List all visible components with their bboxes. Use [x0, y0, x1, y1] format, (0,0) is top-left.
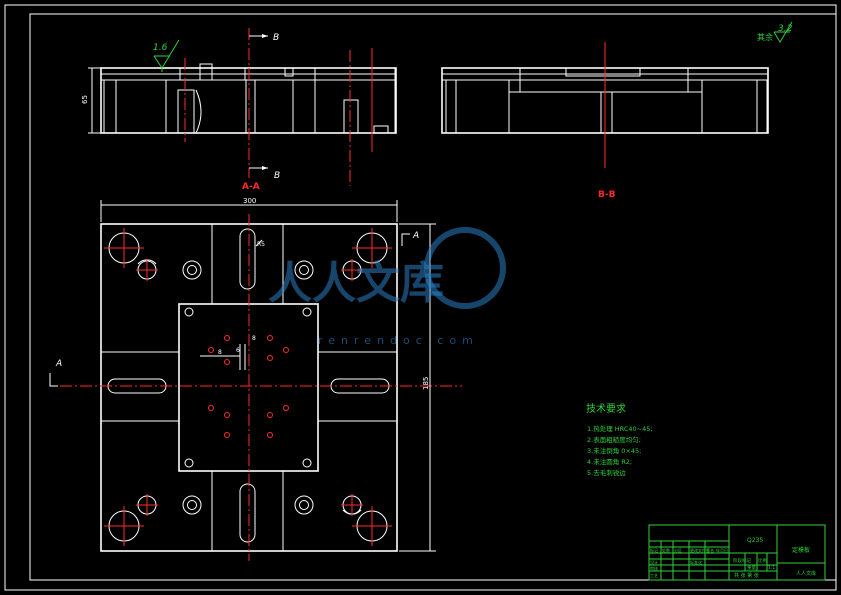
watermark-text: 人人文库 — [268, 258, 444, 309]
tech-req-item-3: 3.未注倒角 0×45; — [587, 446, 641, 455]
roughness-symbol-top — [153, 39, 180, 72]
section-a-left-label: A — [55, 359, 62, 369]
tech-req-item-1: 1.热处理 HRC40~45; — [587, 424, 653, 433]
roughness-symbol-rest — [773, 21, 793, 43]
row-label-process: 工艺 — [650, 573, 658, 578]
company-name: 人人文库 — [796, 570, 816, 577]
stage-label: 阶段标记 — [733, 557, 751, 564]
plan-view — [49, 200, 462, 561]
sheet-label: 共 张 第 张 — [734, 572, 759, 579]
cell-change-doc: 更改文件号 — [690, 547, 710, 553]
inner-frame — [29, 13, 837, 581]
row-label-mark: 标记 — [650, 547, 658, 553]
roughness-rest-label: 其余 — [757, 32, 773, 42]
part-name: 定模板 — [792, 546, 810, 554]
roughness-top-value: 1.6 — [153, 43, 168, 53]
scale-value: 1:1 — [768, 565, 775, 571]
roughness-rest-value: 3.2 — [778, 24, 793, 34]
section-a-right-label: A — [412, 231, 419, 241]
tech-req-item-4: 4.未注圆角 R2; — [587, 457, 632, 466]
height-dim: 185 — [422, 377, 430, 390]
material-label: Q235 — [747, 537, 763, 544]
tech-req-item-2: 2.表面粗糙度均匀; — [587, 435, 641, 444]
row-label-design: 设计 — [650, 559, 658, 565]
side-height-dim: 65 — [81, 95, 89, 104]
cell-count: 处数 — [662, 547, 670, 553]
tech-req-title: 技术要求 — [586, 402, 626, 415]
cell-zone: 分区 — [674, 547, 682, 553]
small-dim-c: 8 — [252, 335, 256, 342]
title-block — [648, 524, 826, 581]
cell-date: 年月日 — [716, 547, 728, 553]
section-aa-view: 65 — [81, 28, 397, 186]
section-b-top-label: B — [273, 33, 279, 43]
watermark-logo — [424, 227, 506, 309]
tech-req-item-5: 5.去毛刺锐边 — [587, 468, 626, 477]
small-dim-b: 6 — [236, 347, 240, 354]
watermark-url: renrendoc.com — [318, 334, 479, 347]
section-aa-title: A-A — [242, 182, 260, 192]
cell-standard: 标准化 — [690, 559, 702, 565]
section-bb-title: B-B — [598, 190, 616, 200]
weight-label: 重量 — [747, 564, 756, 571]
section-b-bottom-label: B — [274, 171, 280, 181]
row-label-review: 审核 — [650, 565, 658, 571]
slot-radius-dim: R5 — [257, 241, 265, 248]
cell-signature: 签名 — [706, 547, 714, 553]
width-dim: 300 — [243, 197, 256, 205]
small-dim-a: 8 — [218, 349, 222, 356]
section-bb-view — [441, 42, 769, 168]
scale-label: 比例 — [758, 557, 767, 564]
